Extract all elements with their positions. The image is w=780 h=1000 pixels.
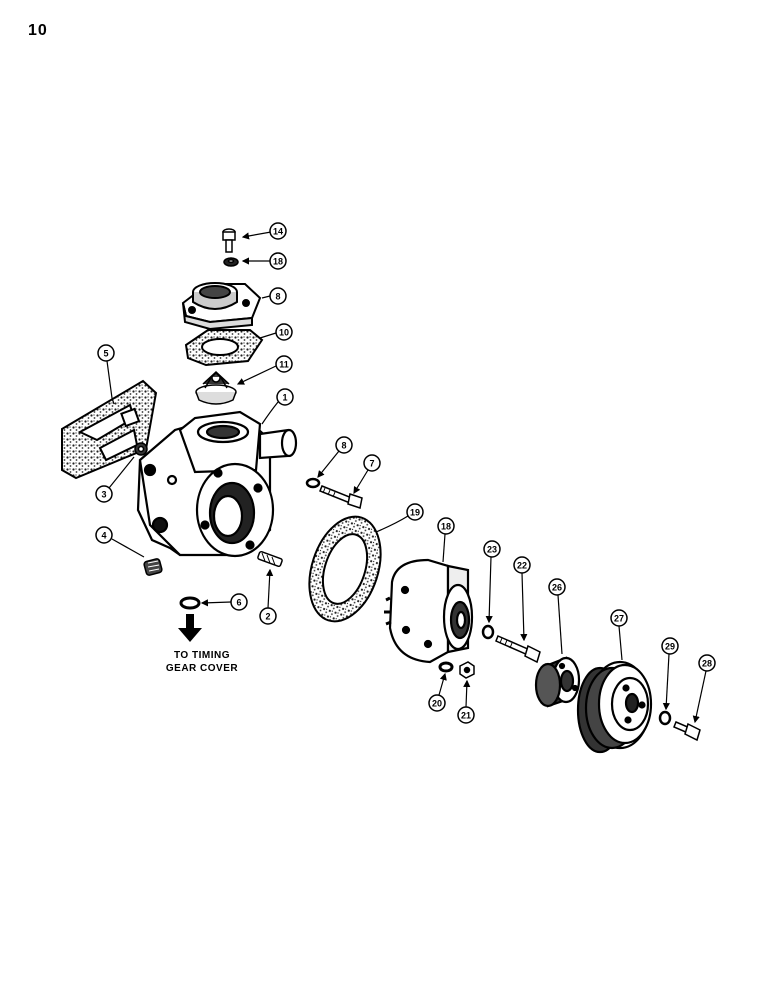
down-arrow-icon	[178, 614, 202, 642]
part-13-bolt	[222, 228, 236, 253]
callout-13: 14	[241, 222, 287, 240]
callout-2: 2	[259, 568, 277, 625]
page-number: 10	[28, 22, 48, 39]
callout-5: 5	[97, 344, 115, 405]
part-2-stud	[257, 550, 283, 568]
svg-text:5: 5	[103, 349, 108, 359]
svg-text:29: 29	[665, 642, 675, 652]
part-5-water-pump-gasket	[61, 379, 158, 480]
svg-text:7: 7	[369, 459, 374, 469]
svg-text:3: 3	[101, 490, 106, 500]
callout-7: 7	[353, 454, 381, 495]
part-3-pipe-plug	[134, 442, 148, 456]
part-29-lock-washer	[658, 710, 672, 726]
callout-10: 8	[261, 287, 287, 305]
part-11-housing-gasket	[184, 329, 264, 367]
callout-6: 6	[200, 593, 248, 611]
note-line-1: TO TIMING	[174, 650, 230, 661]
svg-text:14: 14	[273, 227, 283, 237]
part-19-pump-gasket	[308, 515, 382, 623]
callout-21: 21	[457, 679, 475, 724]
callout-18: 18	[437, 517, 455, 563]
svg-text:6: 6	[236, 598, 241, 608]
svg-text:10: 10	[279, 328, 289, 338]
part-12-thermostat	[195, 370, 237, 405]
part-18-pump-flange	[384, 558, 474, 664]
part-8-washer	[305, 477, 321, 489]
callout-27: 27	[610, 609, 628, 661]
part-7-bolt	[319, 485, 363, 509]
callout-29: 29	[661, 637, 679, 711]
svg-text:22: 22	[517, 561, 527, 571]
note-line-2: GEAR COVER	[166, 663, 239, 674]
svg-text:18: 18	[441, 522, 451, 532]
svg-text:27: 27	[614, 614, 624, 624]
svg-text:20: 20	[432, 699, 442, 709]
svg-text:19: 19	[410, 508, 420, 518]
part-1-water-pump-body	[136, 410, 298, 558]
callout-3: 3	[95, 456, 135, 503]
svg-text:8: 8	[341, 441, 346, 451]
svg-text:26: 26	[552, 583, 562, 593]
callout-23: 23	[483, 540, 501, 624]
part-21-nut	[459, 661, 475, 679]
svg-text:28: 28	[702, 659, 712, 669]
svg-text:21: 21	[461, 711, 471, 721]
svg-text:2: 2	[265, 612, 270, 622]
svg-text:18: 18	[273, 257, 283, 267]
part-28-bolt	[673, 721, 701, 742]
callout-19: 19	[375, 503, 424, 533]
svg-text:4: 4	[101, 531, 106, 541]
callout-20: 20	[428, 672, 447, 712]
part-27-pulley	[576, 660, 653, 754]
part-26-spacer	[534, 656, 581, 708]
svg-text:23: 23	[487, 545, 497, 555]
callout-14: 18	[241, 252, 287, 270]
part-22-bolt	[495, 635, 541, 664]
part-14-lock-washer	[223, 257, 239, 267]
callout-22: 22	[513, 556, 531, 642]
part-23-washer	[481, 624, 495, 640]
callout-26: 26	[548, 578, 566, 655]
callout-8: 8	[317, 436, 353, 478]
callout-4: 4	[95, 526, 145, 558]
callout-11: 10	[259, 323, 293, 341]
callout-1: 1	[261, 388, 294, 425]
svg-text:1: 1	[282, 393, 287, 403]
callout-12: 11	[236, 355, 293, 385]
part-10-thermostat-housing	[181, 282, 262, 331]
part-20-lock-washer	[438, 661, 454, 673]
svg-text:11: 11	[279, 360, 289, 370]
svg-text:8: 8	[275, 292, 280, 302]
part-4-plug	[143, 558, 163, 576]
callout-28: 28	[692, 654, 716, 724]
part-6-o-ring	[179, 596, 201, 610]
